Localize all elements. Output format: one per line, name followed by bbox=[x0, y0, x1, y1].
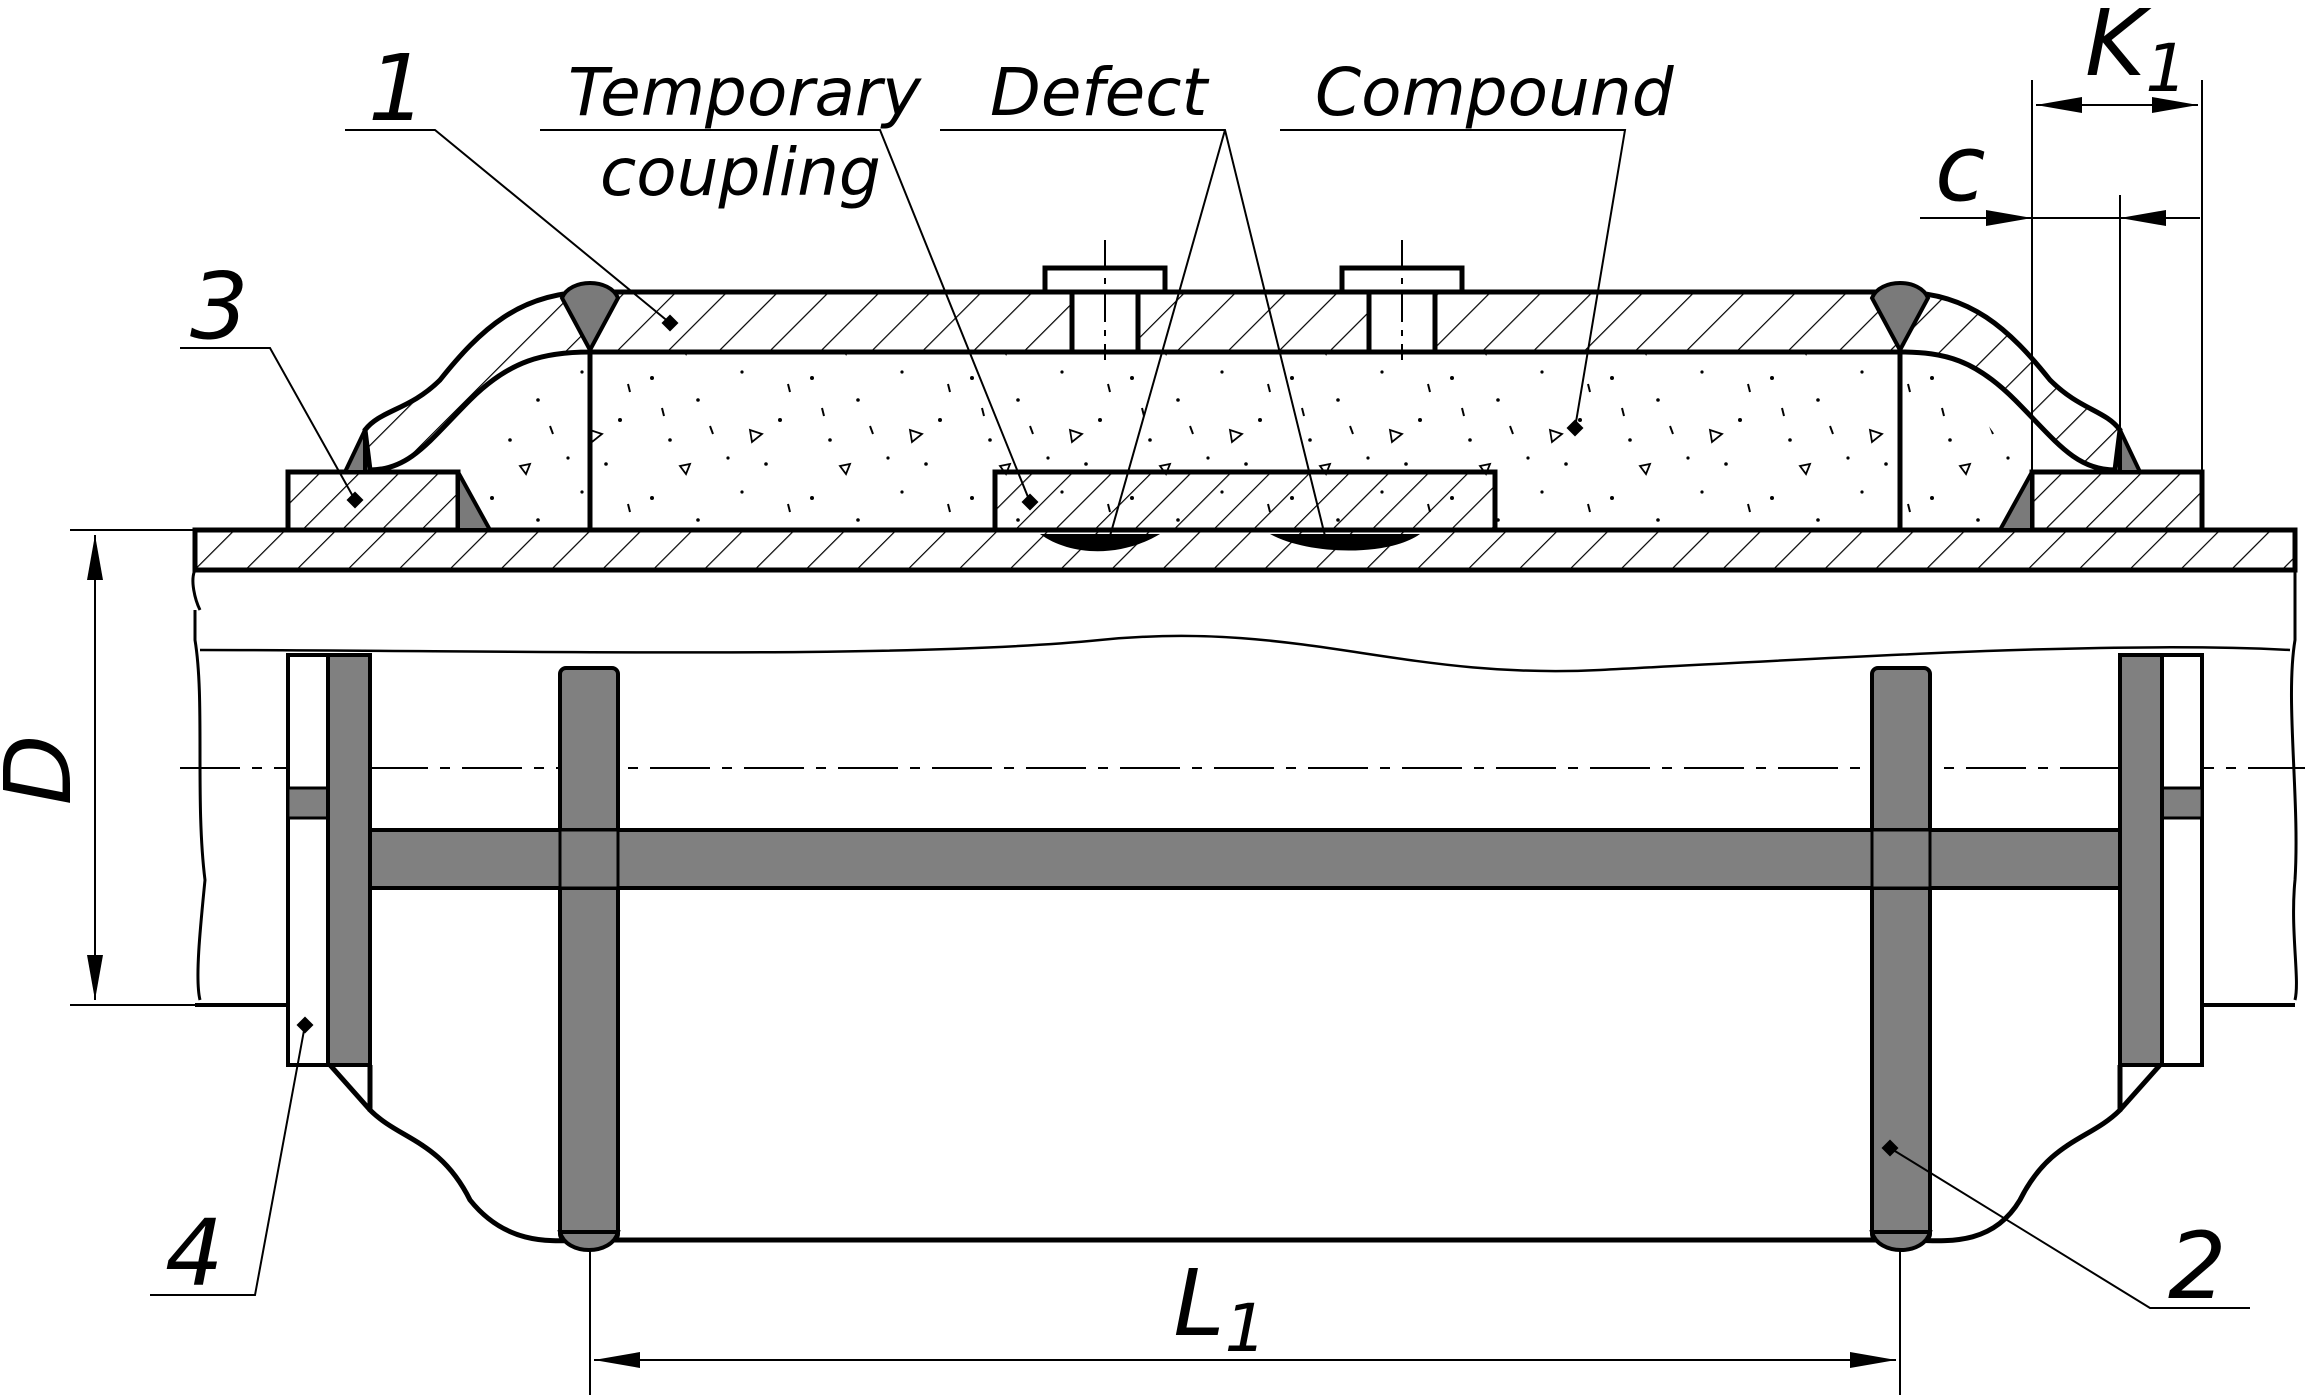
bolt-boss-left bbox=[1042, 240, 1168, 360]
weld-top-left bbox=[559, 281, 621, 355]
end-ring-left bbox=[285, 469, 461, 533]
temporary-coupling-plate bbox=[992, 469, 1498, 533]
pipe-break-right bbox=[2289, 570, 2298, 1001]
label-part-2: 2 bbox=[2168, 1213, 2227, 1320]
rib-left bbox=[558, 666, 620, 1242]
defect-right bbox=[1270, 534, 1420, 551]
pipe-wall-section bbox=[192, 527, 2298, 573]
label-d: D bbox=[0, 735, 92, 806]
dimension-l1: L1 bbox=[589, 1250, 1901, 1395]
lower-sleeve-outline bbox=[367, 1065, 2123, 1244]
compound-fill-left bbox=[440, 352, 590, 530]
pipe-top-edge bbox=[191, 569, 202, 611]
label-defect: Defect bbox=[990, 54, 1210, 131]
label-part-3: 3 bbox=[190, 253, 249, 360]
pipe-wave-line bbox=[199, 634, 2291, 673]
label-compound: Compound bbox=[1315, 54, 1675, 131]
defect-left bbox=[1040, 534, 1160, 552]
label-part-1: 1 bbox=[368, 35, 427, 142]
bolt-boss-right bbox=[1339, 240, 1465, 360]
compound-fill-right bbox=[1900, 352, 2040, 530]
sleeve-shell bbox=[587, 289, 1903, 355]
weld-ring-right-inner bbox=[2118, 429, 2144, 474]
label-temporary-coupling-1: Temporary bbox=[568, 54, 922, 131]
weld-top-right bbox=[1869, 281, 1931, 355]
pipe-view bbox=[70, 529, 2305, 1252]
label-temporary-coupling-2: coupling bbox=[600, 134, 881, 211]
callouts bbox=[150, 129, 2250, 1309]
label-part-4: 4 bbox=[165, 1200, 224, 1307]
weld-ring-left-inner bbox=[341, 429, 367, 474]
end-ring-right bbox=[2029, 469, 2205, 533]
pipe-break-left bbox=[193, 610, 207, 1001]
label-c: c bbox=[1935, 115, 1986, 222]
dimension-c: c bbox=[1920, 115, 2200, 430]
weld-ring-right-outer bbox=[1996, 471, 2034, 532]
tie-bar bbox=[368, 828, 2122, 890]
flange-left bbox=[326, 653, 372, 1067]
section-view bbox=[192, 240, 2298, 573]
dimension-k1: K1 bbox=[2031, 0, 2203, 470]
dimension-d: D bbox=[0, 529, 195, 1006]
label-k1: K1 bbox=[2085, 0, 2187, 107]
weld-ring-left-outer bbox=[456, 471, 494, 532]
label-l1: L1 bbox=[1173, 1250, 1266, 1367]
outer-ring-left bbox=[286, 653, 330, 1067]
outer-ring-right bbox=[2160, 653, 2204, 1067]
flange-right bbox=[2118, 653, 2164, 1067]
